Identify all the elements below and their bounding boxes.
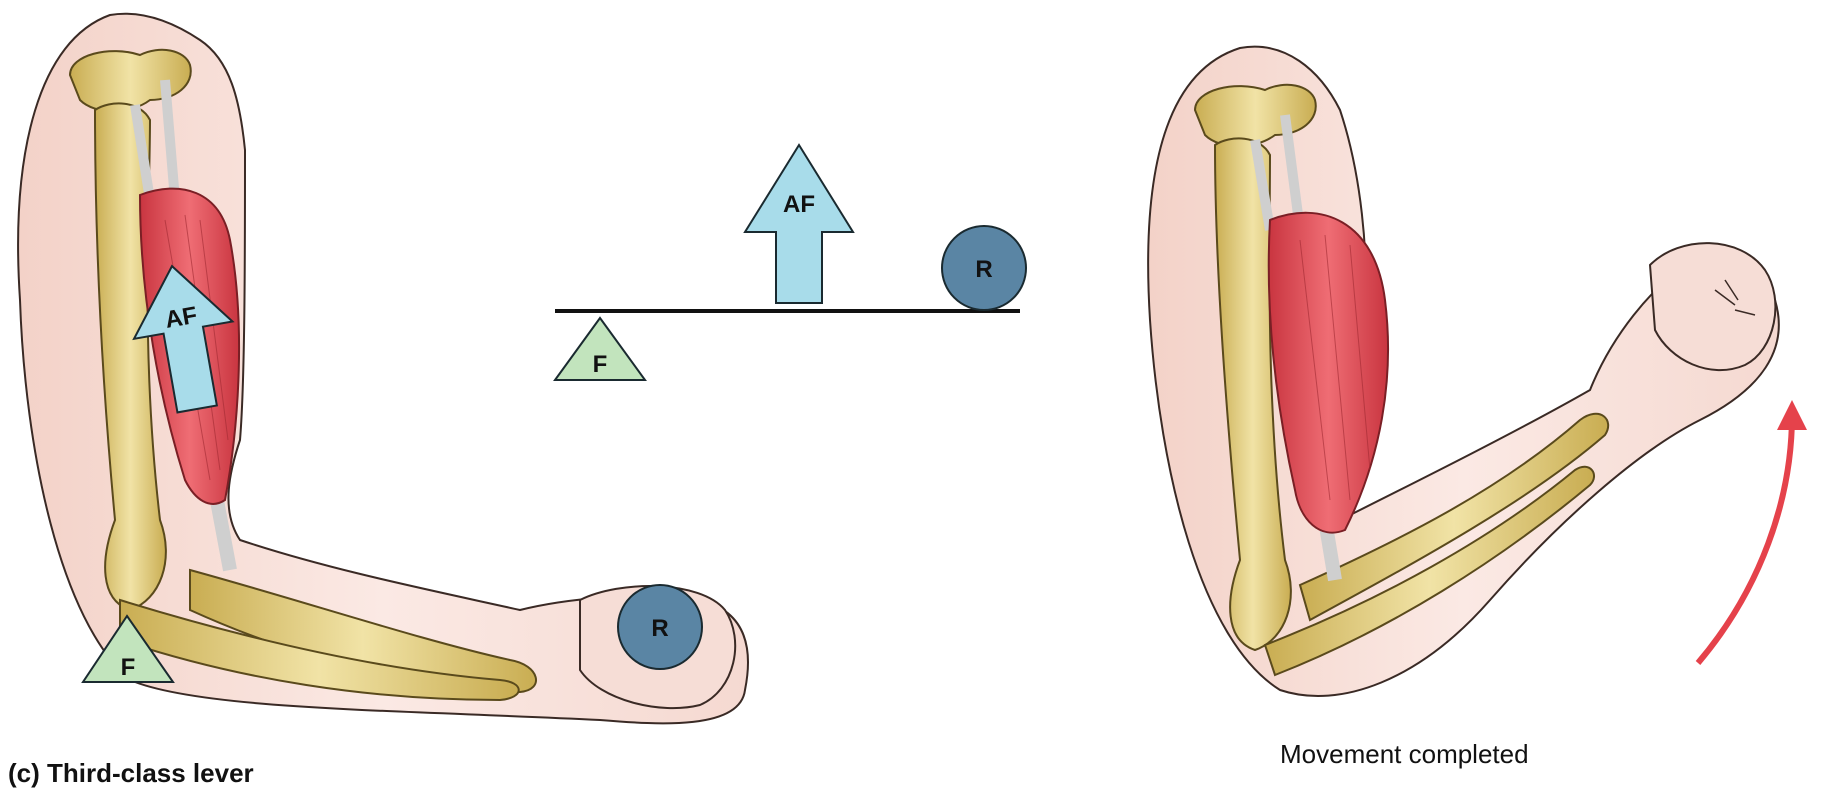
left-arm-resistance-marker: R (618, 585, 702, 669)
left-arm-effort-label: AF (163, 302, 199, 334)
lever-effort-arrow-icon (745, 145, 853, 303)
lever-schematic: F AF R (555, 145, 1026, 380)
left-arm-fulcrum-label: F (121, 654, 136, 681)
lever-resistance-marker: R (942, 226, 1026, 310)
lever-effort-label: AF (783, 191, 815, 218)
left-arm-resistance-label: R (651, 615, 668, 642)
lever-effort-marker: AF (745, 145, 853, 303)
lever-fulcrum-label: F (593, 351, 608, 378)
movement-caption: Movement completed (1280, 739, 1529, 769)
lever-fulcrum-marker: F (555, 318, 645, 380)
left-arm-illustration: AF F R (18, 14, 748, 724)
movement-direction-arrow-icon (1698, 415, 1792, 663)
right-arm-illustration (1148, 47, 1792, 696)
figure-label: (c) Third-class lever (8, 758, 254, 788)
lever-resistance-label: R (975, 256, 992, 283)
